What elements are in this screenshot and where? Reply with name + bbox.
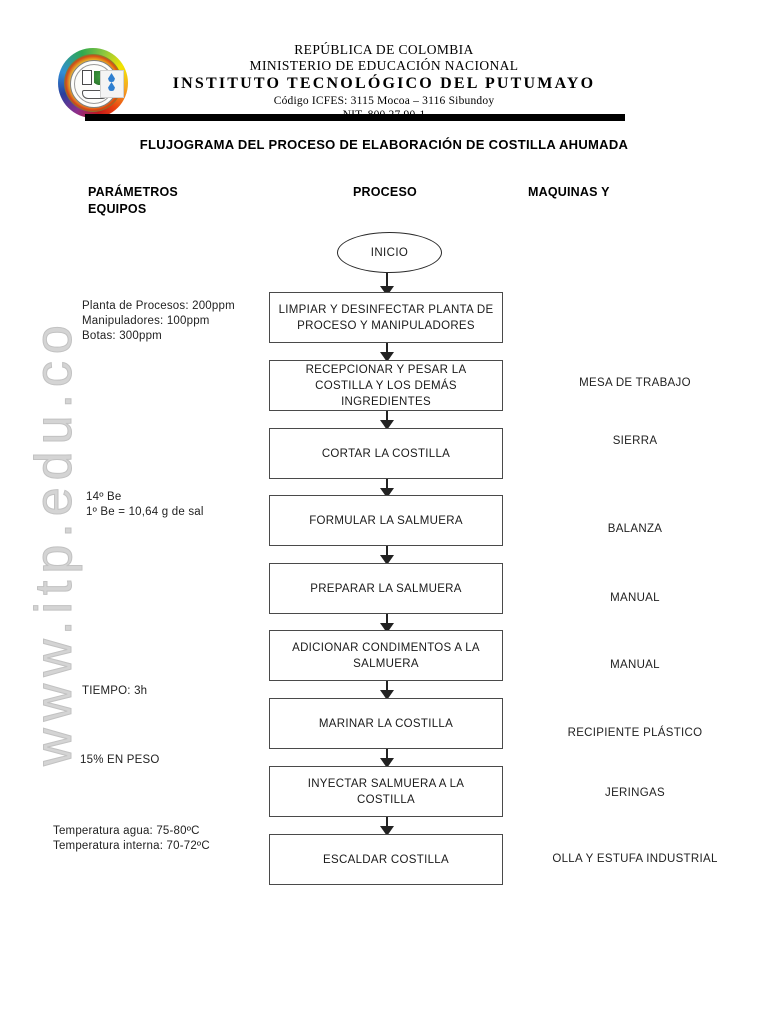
flow-node-step-9: ESCALDAR COSTILLA [269,834,503,885]
header-text-block: REPÚBLICA DE COLOMBIA MINISTERIO DE EDUC… [0,42,768,122]
column-header-parameters: PARÁMETROS EQUIPOS [88,184,178,218]
parameter-note-brine-degrees: 14º Be 1º Be = 10,64 g de sal [86,491,204,518]
flow-node-step-3: CORTAR LA COSTILLA [269,428,503,479]
flow-arrow [380,411,394,430]
parameter-note-weight-percent: 15% EN PESO [80,754,160,766]
flow-node-step-1: LIMPIAR Y DESINFECTAR PLANTA DE PROCESO … [269,292,503,343]
water-drop-icon [108,73,115,82]
flow-node-step-8: INYECTAR SALMUERA A LA COSTILLA [269,766,503,817]
machine-note-plastic-container: RECIPIENTE PLÁSTICO [567,727,703,739]
flow-node-step-6: ADICIONAR CONDIMENTOS A LA SALMUERA [269,630,503,681]
machine-note-scale: BALANZA [607,523,663,535]
column-header-process: PROCESO [353,185,417,199]
flow-arrow [380,479,394,498]
header-line-ministry: MINISTERIO DE EDUCACIÓN NACIONAL [249,58,519,73]
itp-seal-icon [58,48,128,118]
machine-note-work-table: MESA DE TRABAJO [579,377,691,389]
flow-arrow [380,817,394,836]
page-title: FLUJOGRAMA DEL PROCESO DE ELABORACIÓN DE… [139,137,629,152]
flow-arrow [380,749,394,768]
flow-arrow [380,614,394,633]
flow-arrow [380,546,394,565]
seal-waterdrop-panel [100,70,124,98]
header-divider-bar [85,114,625,121]
flow-arrow [380,343,394,362]
flow-arrow [380,681,394,700]
column-header-machines: MAQUINAS Y [528,185,610,199]
flow-node-step-5: PREPARAR LA SALMUERA [269,563,503,614]
machine-note-pot-and-stove: OLLA Y ESTUFA INDUSTRIAL [552,853,718,865]
parameter-note-cleaning: Planta de Procesos: 200ppm Manipuladores… [82,300,235,342]
header-line-icfes-code: Código ICFES: 3115 Mocoa – 3116 Sibundoy [273,95,495,107]
seal-torch-icon [82,70,92,85]
flow-node-start: INICIO [337,232,442,273]
column-header-parameters-line1: PARÁMETROS [88,185,178,199]
header-line-institute: INSTITUTO TECNOLÓGICO DEL PUTUMAYO [172,75,596,92]
flow-node-step-2: RECEPCIONAR Y PESAR LA COSTILLA Y LOS DE… [269,360,503,411]
header-line-republic: REPÚBLICA DE COLOMBIA [294,42,474,57]
machine-note-manual-1: MANUAL [610,592,660,604]
machine-note-saw: SIERRA [612,435,658,447]
parameter-note-time: TIEMPO: 3h [82,685,148,697]
machine-note-syringes: JERINGAS [605,787,665,799]
flow-arrow [380,273,394,296]
flow-node-step-4: FORMULAR LA SALMUERA [269,495,503,546]
water-drop-icon [108,82,115,91]
flow-node-step-7: MARINAR LA COSTILLA [269,698,503,749]
column-header-parameters-line2: EQUIPOS [88,202,147,216]
document-header: REPÚBLICA DE COLOMBIA MINISTERIO DE EDUC… [0,0,768,132]
machine-note-manual-2: MANUAL [610,659,660,671]
parameter-note-temperature: Temperatura agua: 75-80ºC Temperatura in… [53,825,210,852]
